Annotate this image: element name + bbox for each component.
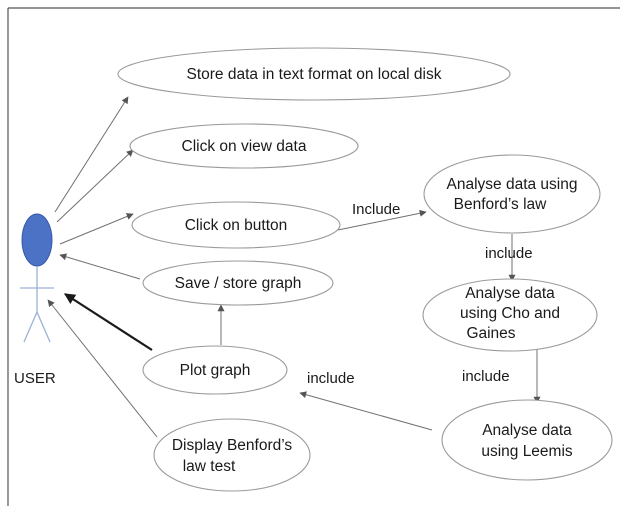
use-case-cho-gaines: Analyse data using Cho and Gaines [422, 278, 598, 352]
use-case-store-data-label: Store data in text format on local disk [186, 66, 441, 83]
include-label-3: include [462, 368, 510, 385]
assoc-click-button [59, 213, 134, 245]
use-case-leemis: Analyse data using Leemis [441, 399, 613, 481]
use-case-leemis-label-2: using Leemis [481, 443, 573, 460]
use-case-plot-graph-label: Plot graph [180, 362, 251, 379]
include-label-2: include [485, 245, 533, 262]
include-label-4: include [307, 370, 355, 387]
actor-left-leg [23, 311, 38, 343]
assoc-display-test [47, 299, 158, 438]
use-case-click-button: Click on button [131, 201, 341, 249]
use-case-display-test-label-2: law test [183, 458, 236, 475]
use-case-plot-graph: Plot graph [142, 345, 288, 395]
use-case-view-data: Click on view data [129, 123, 359, 169]
use-case-save-graph-label: Save / store graph [175, 275, 302, 292]
assoc-store-data [54, 96, 129, 213]
actor-label: USER [14, 370, 56, 387]
use-case-benford-label-1: Analyse data using [447, 176, 578, 193]
use-case-benford-label-2: Benford’s law [454, 196, 548, 213]
include-button-to-benford [337, 209, 427, 231]
use-case-leemis-label-1: Analyse data [482, 422, 572, 439]
use-case-cho-gaines-label-2: using Cho and [460, 305, 560, 322]
assoc-plot-graph [64, 293, 153, 351]
use-case-cho-gaines-label-1: Analyse data [465, 285, 555, 302]
assoc-save-graph [59, 253, 141, 280]
include-label-1: Include [352, 201, 400, 218]
actor-user: USER [14, 213, 56, 387]
actor-right-leg [36, 311, 51, 343]
use-case-benford: Analyse data using Benford’s law [423, 154, 601, 234]
use-case-display-test-label-1: Display Benford’s [172, 437, 293, 454]
assoc-view-data [56, 149, 134, 223]
use-case-display-test: Display Benford’s law test [153, 418, 311, 492]
use-case-store-data: Store data in text format on local disk [117, 47, 511, 101]
include-leemis-to-plot [299, 391, 433, 431]
use-case-save-graph: Save / store graph [142, 260, 334, 306]
use-case-view-data-label: Click on view data [182, 138, 307, 155]
use-case-cho-gaines-label-3: Gaines [466, 325, 515, 342]
use-case-click-button-label: Click on button [185, 217, 288, 234]
actor-head [21, 213, 53, 267]
